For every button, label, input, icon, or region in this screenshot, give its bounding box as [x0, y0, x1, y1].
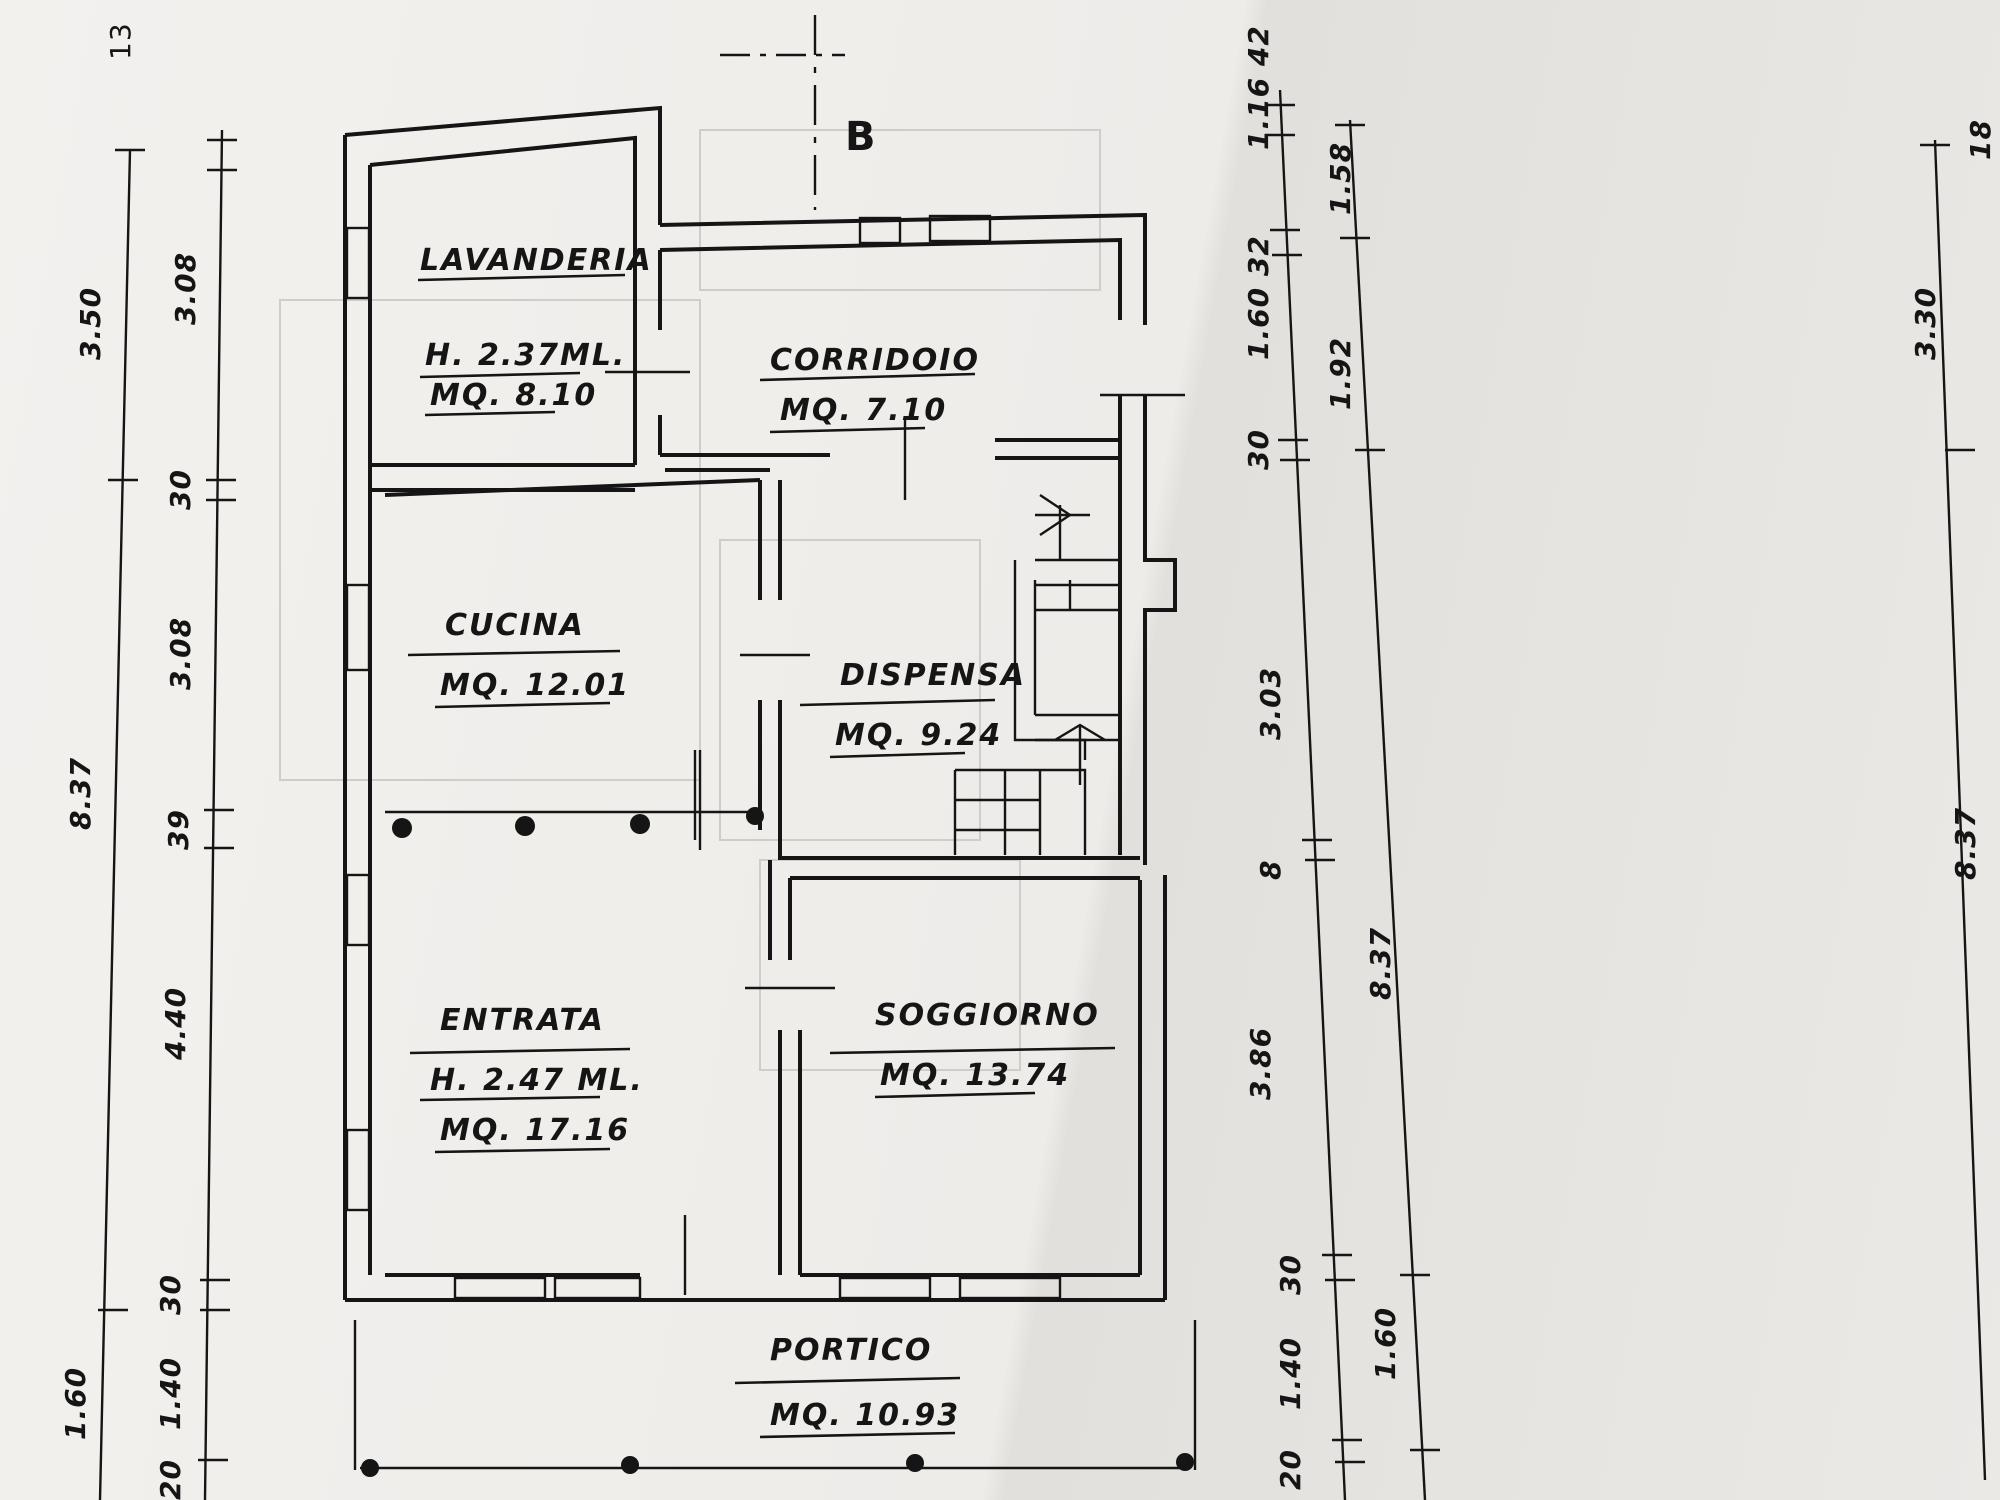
room-area: MQ. 8.10 — [430, 378, 597, 413]
dimension-text: 20 — [154, 1459, 187, 1500]
section-label: B — [845, 114, 878, 160]
room-area: MQ. 17.16 — [440, 1113, 630, 1148]
dimension-text: 1.92 — [1324, 337, 1357, 410]
dimension-text: 8 — [1254, 860, 1287, 880]
dimension-text: 1.40 — [1274, 1337, 1307, 1410]
room-name: ENTRATA — [440, 1003, 605, 1038]
dimension-text: 3.50 — [74, 287, 107, 360]
room-corridoio: CORRIDOIO MQ. 7.10 — [759, 343, 980, 434]
room-name: PORTICO — [770, 1333, 932, 1368]
dimension-text: 18 — [1964, 119, 1997, 160]
room-name: CUCINA — [445, 608, 585, 643]
room-entrata: ENTRATA H. 2.47 ML. MQ. 17.16 — [409, 1003, 644, 1154]
dimension-chain-left-inner: 3.08 30 3.08 39 4.40 30 1.40 20 — [154, 129, 237, 1500]
dimension-text: 3.08 — [164, 617, 197, 690]
dimension-text: 1.60 — [1369, 1307, 1402, 1380]
dimension-text: 1.40 — [154, 1357, 187, 1430]
dimension-text: 3.03 — [1254, 667, 1287, 740]
dimension-text: 39 — [162, 809, 195, 850]
dimension-text: 1.16 42 — [1242, 25, 1275, 150]
dimension-text: 20 — [1274, 1449, 1307, 1490]
outer-walls — [343, 105, 1177, 1302]
dimension-text: 3.08 — [169, 252, 202, 325]
dimension-text: 8.37 — [64, 757, 97, 830]
dimension-chain-right-outer: 1.58 1.92 8.37 1.60 — [1324, 119, 1440, 1500]
page-number: 13 — [104, 22, 137, 60]
dimension-text: 30 — [1242, 429, 1275, 470]
room-height: H. 2.47 ML. — [430, 1063, 644, 1098]
dimension-text: 3.86 — [1244, 1027, 1277, 1100]
room-area: MQ. 9.24 — [835, 718, 1002, 753]
room-area: MQ. 12.01 — [440, 668, 630, 703]
show-through-ghost — [279, 129, 1101, 1071]
room-cucina: CUCINA MQ. 12.01 — [407, 608, 630, 709]
dimension-chain-left-outer: 3.50 8.37 1.60 — [59, 148, 145, 1500]
interior-walls — [370, 250, 1185, 1295]
dimension-text: 30 — [164, 469, 197, 510]
dimension-text: 1.60 32 — [1242, 235, 1275, 360]
dimension-text: 3.30 — [1909, 287, 1942, 360]
room-soggiorno: SOGGIORNO MQ. 13.74 — [829, 998, 1116, 1099]
section-marker-b: B — [720, 15, 878, 210]
room-area: MQ. 7.10 — [780, 393, 947, 428]
dimension-text: 30 — [1274, 1254, 1307, 1295]
dimension-chain-right-inner: 1.16 42 1.60 32 30 3.03 8 3.86 30 1.40 2… — [1242, 25, 1365, 1500]
room-name: LAVANDERIA — [420, 243, 653, 278]
dimension-text: 8.37 — [1949, 807, 1982, 880]
dimension-text: 4.40 — [159, 987, 192, 1061]
dimension-chain-far-right: 3.30 8.37 18 — [1909, 119, 1997, 1481]
portico — [353, 1320, 1197, 1477]
dimension-text: 30 — [154, 1274, 187, 1315]
room-dispensa: DISPENSA MQ. 9.24 — [799, 658, 1026, 759]
beam-line — [385, 750, 764, 850]
room-height: H. 2.37ML. — [425, 338, 626, 373]
room-area: MQ. 13.74 — [880, 1058, 1070, 1093]
dimension-text: 1.60 — [59, 1367, 92, 1440]
windows — [345, 214, 1062, 1300]
room-portico: PORTICO MQ. 10.93 — [734, 1333, 961, 1439]
room-lavanderia: LAVANDERIA H. 2.37ML. MQ. 8.10 — [417, 243, 653, 417]
room-area: MQ. 10.93 — [770, 1398, 960, 1433]
dimension-text: 1.58 — [1324, 142, 1357, 215]
dimension-text: 8.37 — [1364, 927, 1397, 1000]
room-name: DISPENSA — [840, 658, 1026, 693]
room-name: CORRIDOIO — [770, 343, 980, 378]
room-name: SOGGIORNO — [875, 998, 1100, 1033]
